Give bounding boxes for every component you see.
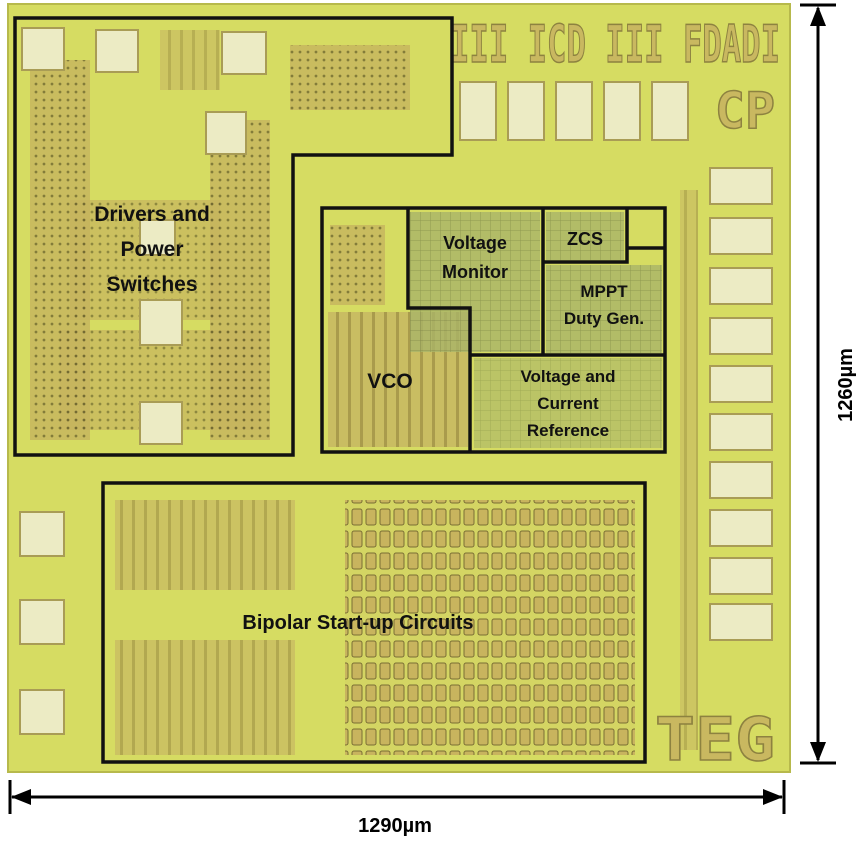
label-line: Voltage and	[520, 367, 615, 386]
label-line: MPPT	[580, 282, 628, 301]
label-line: Duty Gen.	[564, 309, 644, 328]
logo-top: III ICD III FDADI	[450, 15, 780, 75]
height-label: 1260µm	[835, 348, 857, 422]
drivers-label: Drivers and Power Switches	[94, 203, 210, 296]
label-line: Monitor	[442, 262, 508, 282]
width-dimension	[8, 780, 786, 814]
zcs-block-outline	[543, 208, 665, 264]
label-line: Drivers and	[94, 203, 210, 226]
layout-texture	[30, 30, 698, 755]
zcs-label: ZCS	[567, 229, 603, 249]
bipolar-block-outline	[101, 481, 647, 764]
width-label: 1290µm	[358, 815, 432, 837]
bipolar-label: Bipolar Start-up Circuits	[242, 612, 473, 634]
mppt-label: MPPT Duty Gen.	[564, 282, 644, 328]
label-line: Current	[537, 394, 599, 413]
label-line: Power	[120, 238, 183, 261]
drivers-block-outline	[13, 16, 454, 457]
label-line: Voltage	[443, 233, 507, 253]
vco-label: VCO	[367, 370, 413, 393]
bond-pads	[19, 27, 773, 735]
logo-cp: CP	[715, 82, 775, 140]
voltage-monitor-label: Voltage Monitor	[442, 233, 508, 282]
label-line: Switches	[106, 273, 197, 296]
height-dimension	[800, 3, 836, 765]
logo-teg: TEG	[655, 705, 775, 775]
label-line: Reference	[527, 421, 609, 440]
vco-block-outline	[406, 208, 472, 452]
core-block-outline	[320, 206, 667, 454]
reference-label: Voltage and Current Reference	[520, 367, 615, 440]
